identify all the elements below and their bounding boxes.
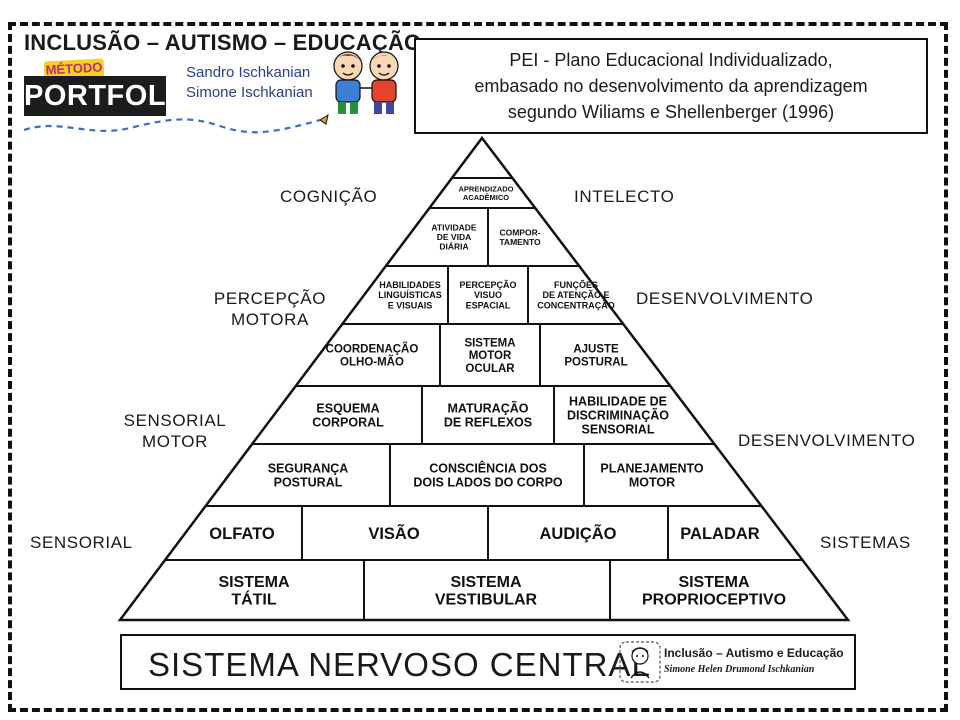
pyramid-cell-line: VISÃO [368, 523, 420, 543]
pyramid-cell-line: APRENDIZADO [458, 185, 513, 194]
pyramid-cell-line: E VISUAIS [388, 300, 433, 310]
pyramid-cell-line: PALADAR [680, 525, 760, 543]
decorative-dashed-pencil-line [23, 113, 329, 134]
pyramid-cell-line: DIÁRIA [439, 242, 468, 252]
side-label-desenvolvimento: DESENVOLVIMENTO [738, 431, 916, 450]
pyramid-cell-label: AUDIÇÃO [540, 523, 617, 543]
stamp-title: Inclusão – Autismo e Educação [664, 646, 844, 660]
pyramid-cell-line: VESTIBULAR [435, 592, 538, 609]
pyramid-cell-line: ACADÊMICO [463, 193, 509, 202]
side-label-line: MOTOR [142, 432, 208, 451]
pyramid-cell-line: SISTEMA [218, 574, 290, 591]
pyramid-cell-line: PLANEJAMENTO [600, 462, 704, 476]
pyramid-cell-line: DOIS LADOS DO CORPO [413, 476, 563, 490]
base-label: SISTEMA NERVOSO CENTRAL [148, 646, 651, 683]
pyramid-cell-line: SISTEMA [678, 574, 750, 591]
pyramid-cell-line: DISCRIMINAÇÃO [567, 408, 669, 423]
title-line: embasado no desenvolvimento da aprendiza… [474, 76, 868, 96]
pyramid-cell-line: COORDENAÇÃO [326, 343, 419, 356]
pyramid-cell-line: OLHO-MÃO [340, 356, 404, 369]
pyramid-cell-line: SEGURANÇA [268, 462, 349, 476]
author-name: Simone Ischkanian [186, 84, 313, 101]
pyramid-cell-line: VISUO [474, 290, 502, 300]
pyramid-cell-line: DE REFLEXOS [444, 416, 532, 430]
dashed-frame [8, 22, 948, 712]
pyramid-cell-line: PROPRIOCEPTIVO [642, 592, 786, 609]
pyramid-cell-line: POSTURAL [274, 476, 343, 490]
side-label-percepcao-motora: PERCEPÇÃO MOTORA [206, 288, 334, 330]
side-label-desenvolvimento: DESENVOLVIMENTO [636, 289, 814, 308]
pyramid-cell-line: SISTEMA [450, 574, 522, 591]
pyramid-cell-line: TAMENTO [499, 237, 541, 247]
pyramid-cell-line: CONSCIÊNCIA DOS [429, 461, 547, 476]
pyramid-cell-label: VISÃO [368, 523, 420, 543]
title-line: PEI - Plano Educacional Individualizado, [509, 50, 833, 70]
header-title: INCLUSÃO – AUTISMO – EDUCAÇÃO [24, 30, 422, 55]
pyramid-cell-line: LINGUÍSTICAS [378, 290, 442, 300]
pyramid-outline [117, 135, 851, 622]
pyramid-cell-line: DE ATENÇÃO E [542, 290, 609, 300]
pyramid-cell-label: PALADAR [680, 525, 760, 543]
side-label-line: PERCEPÇÃO [213, 289, 327, 308]
pyramid-cell-line: AJUSTE [573, 344, 619, 356]
side-label-cognicao: COGNIÇÃO [280, 187, 378, 206]
pyramid-cell-line: DE VIDA [437, 232, 471, 242]
pyramid-cell-line: HABILIDADES [379, 280, 441, 290]
puzzle-kid-stamp-icon [619, 641, 661, 683]
pyramid-cell-line: ESPACIAL [466, 300, 511, 310]
children-illustration-icon [333, 51, 399, 114]
pyramid-cell-line: OCULAR [465, 363, 515, 375]
pyramid-cell-line: POSTURAL [564, 357, 627, 369]
pyramid-cell-line: HABILIDADE DE [569, 395, 667, 409]
title-box: PEI - Plano Educacional Individualizado,… [414, 38, 928, 134]
pyramid-cell-label: COMPOR-TAMENTO [499, 227, 541, 247]
author-name: Sandro Ischkanian [186, 64, 311, 81]
pyramid-cell-line: TÁTIL [231, 590, 277, 609]
pyramid-cell-line: MOTOR [469, 350, 512, 362]
pyramid-cell-line: FUNÇÕES [554, 280, 598, 290]
base-box: SISTEMA NERVOSO CENTRAL Inclusão – Autis… [120, 634, 856, 690]
side-label-sistemas: SISTEMAS [820, 533, 911, 552]
pyramid-cell-line: AUDIÇÃO [540, 523, 617, 543]
side-label-line: MOTORA [231, 310, 309, 329]
pyramid-cell-line: OLFATO [209, 525, 275, 543]
pyramid-cell-line: MOTOR [629, 476, 675, 490]
author-stamp: Inclusão – Autismo e Educação Simone Hel… [618, 640, 852, 684]
pyramid-cell-line: ATIVIDADE [431, 223, 477, 233]
pyramid-cell-line: SISTEMA [464, 337, 515, 349]
pyramid-cell-line: MATURAÇÃO [447, 401, 528, 416]
side-label-intelecto: INTELECTO [574, 187, 675, 206]
pyramid-cell-line: PERCEPÇÃO [459, 280, 516, 290]
stamp-author: Simone Helen Drumond Ischkanian [664, 664, 815, 675]
pyramid-cell-line: SENSORIAL [582, 423, 655, 437]
pyramid-cell-line: ESQUEMA [316, 402, 379, 416]
side-label-sensorial-motor: SENSORIAL MOTOR [116, 410, 234, 452]
pyramid-cell-line: CONCENTRAÇÃO [537, 300, 615, 310]
title-line: segundo Wiliams e Shellenberger (1996) [507, 102, 835, 122]
side-label-sensorial: SENSORIAL [30, 533, 133, 552]
side-label-line: SENSORIAL [123, 411, 227, 430]
pyramid-cell-label: OLFATO [209, 525, 275, 543]
pyramid-cell-line: COMPOR- [499, 227, 540, 237]
pyramid-cell-line: CORPORAL [312, 416, 384, 430]
